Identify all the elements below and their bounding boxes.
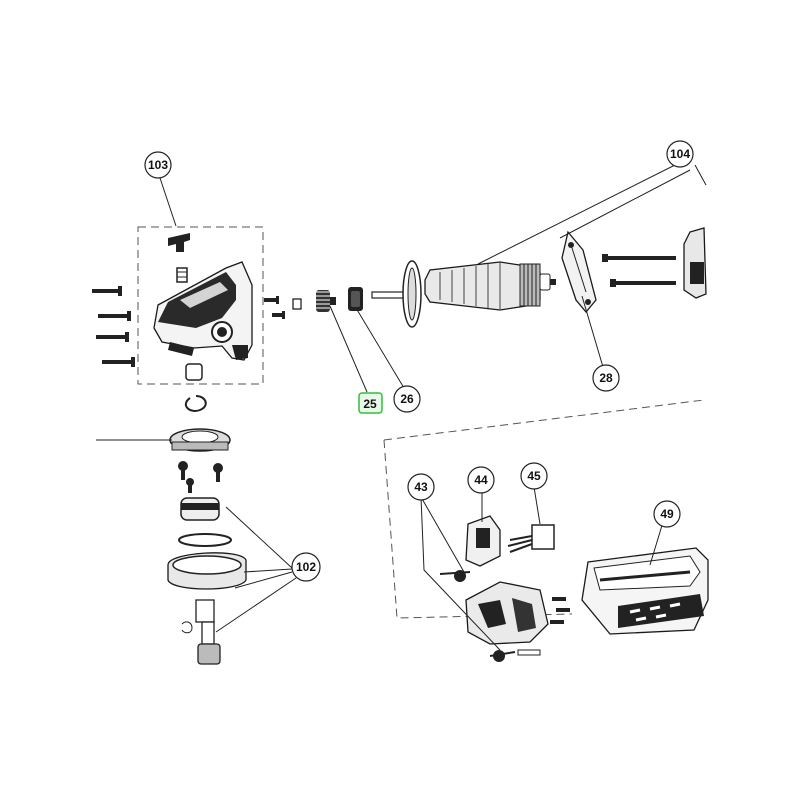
screw [556, 608, 570, 612]
leader-26 [355, 307, 405, 389]
callout-45: 45 [520, 462, 548, 490]
armature-rotor [371, 260, 556, 328]
callout-25: 25 [358, 392, 383, 414]
leader-104-a [477, 161, 682, 265]
capacitor-45 [507, 524, 555, 553]
screw [96, 332, 129, 342]
brush-holder-43 [439, 570, 541, 662]
motor-housing-rear [465, 581, 570, 645]
callout-28-label: 28 [599, 371, 613, 385]
small-screws [264, 296, 302, 319]
leader-25 [329, 305, 368, 393]
rear-handle-cover-49 [581, 547, 709, 635]
callout-103: 103 [144, 151, 172, 179]
group-box-electronics [383, 399, 705, 619]
screw [98, 311, 131, 321]
callout-44-label: 44 [474, 473, 488, 487]
long-bolts [602, 254, 676, 287]
callout-102: 102 [291, 552, 321, 582]
pinion-gear-25 [316, 290, 336, 312]
callout-44: 44 [467, 466, 495, 494]
screw [102, 357, 135, 367]
leader-103 [159, 177, 177, 227]
callout-103-label: 103 [148, 158, 168, 172]
switch-44 [465, 515, 501, 567]
leader-104-c [694, 164, 707, 186]
screw [186, 478, 194, 493]
screw [213, 463, 223, 482]
callout-26-label: 26 [400, 392, 414, 406]
screw [552, 597, 566, 601]
callout-49-label: 49 [660, 507, 674, 521]
callout-26: 26 [393, 385, 421, 413]
callout-25-highlight [358, 392, 383, 414]
leader-45 [533, 486, 541, 525]
callout-25-label: 25 [363, 397, 377, 411]
spindle-assembly-102 [167, 428, 247, 665]
callout-104-label: 104 [670, 147, 690, 161]
leader-104-b [559, 169, 691, 239]
callout-43-label: 43 [414, 480, 428, 494]
gear-housing [153, 233, 253, 412]
callout-102-label: 102 [296, 560, 316, 574]
leader-102 [215, 506, 297, 633]
leader-28 [581, 295, 604, 368]
screws-left [92, 286, 135, 367]
motor-housing-edge [683, 227, 707, 299]
callout-104: 104 [666, 140, 694, 168]
callout-28: 28 [592, 364, 620, 392]
leader-49 [649, 521, 664, 566]
callout-45-label: 45 [527, 469, 541, 483]
callout-43: 43 [407, 473, 435, 501]
screw [178, 461, 188, 480]
callout-49: 49 [653, 500, 681, 528]
screw [92, 286, 122, 296]
group-box-103 [137, 226, 264, 385]
stator-plate-28 [561, 230, 597, 314]
leader-43-b [420, 496, 501, 651]
screw [550, 620, 564, 624]
bearing-26 [348, 287, 363, 311]
leader-43-a [420, 496, 465, 573]
